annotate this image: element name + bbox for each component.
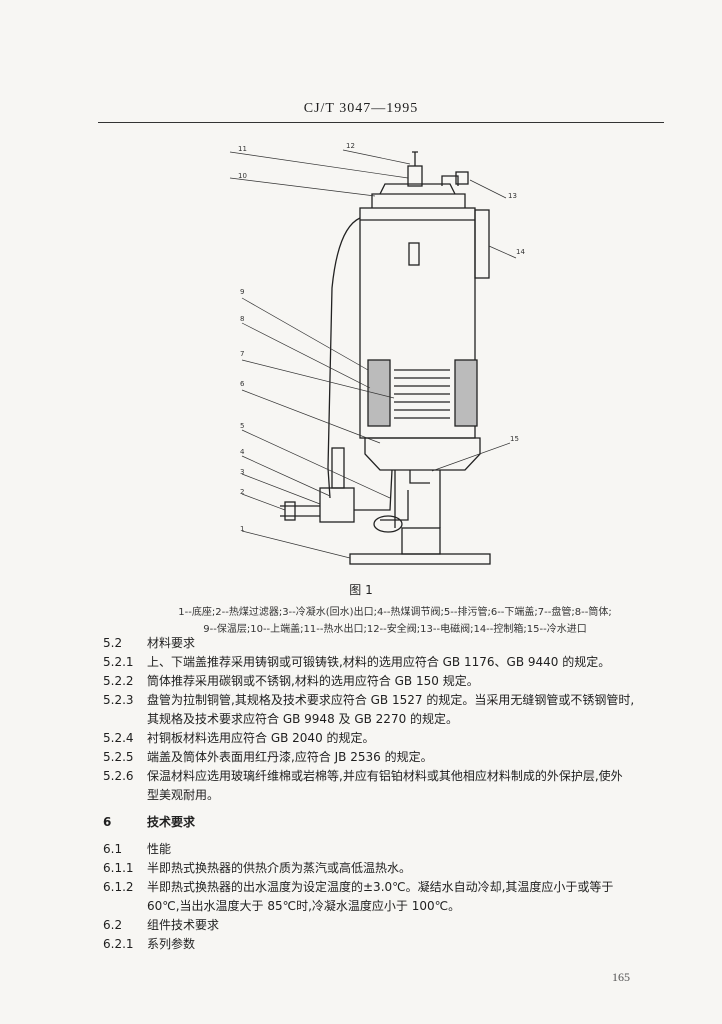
- text-line: 5.2.1 上、下端盖推荐采用铸钢或可锻铸铁,材料的选用应符合 GB 1176、G…: [103, 653, 663, 672]
- text-line: 型美观耐用。: [103, 786, 663, 805]
- steam-filter: [284, 501, 296, 521]
- clause-text: 材料要求: [147, 636, 196, 650]
- label-10: 10: [238, 172, 247, 180]
- text-line: 其规格及技术要求应符合 GB 9948 及 GB 2270 的规定。: [103, 710, 663, 729]
- text-line: 60℃,当出水温度大于 85℃时,冷凝水温度应小于 100℃。: [103, 897, 663, 916]
- base-plate: [349, 553, 491, 565]
- label-3: 3: [240, 468, 244, 476]
- label-15: 15: [510, 435, 519, 443]
- text-line: 5.2.4 衬铜板材料选用应符合 GB 2040 的规定。: [103, 729, 663, 748]
- label-5: 5: [240, 422, 244, 430]
- safety-valve: [407, 165, 423, 187]
- cold-water-inlet: [409, 470, 430, 484]
- figure-title: 图 1: [349, 583, 373, 597]
- clause-number: 5.2.6: [103, 769, 134, 783]
- coil: [394, 369, 450, 419]
- label-11: 11: [238, 145, 247, 153]
- label-4: 4: [240, 448, 245, 456]
- clause-text: 系列参数: [147, 937, 196, 951]
- heat-exchanger-diagram: 11 10 12 13 14 9 8 7 6 5 4 3 2 1 15: [180, 138, 540, 578]
- clause-text: 型美观耐用。: [147, 788, 220, 802]
- clause-text: 其规格及技术要求应符合 GB 9948 及 GB 2270 的规定。: [147, 712, 459, 726]
- insulation-right: [454, 359, 478, 427]
- section-heading: 6 技术要求: [103, 813, 663, 832]
- text-line: 5.2.3 盘管为拉制铜管,其规格及技术要求应符合 GB 1527 的规定。当采用…: [103, 691, 663, 710]
- clause-text: 上、下端盖推荐采用铸钢或可锻铸铁,材料的选用应符合 GB 1176、GB 944…: [147, 655, 611, 669]
- clause-number: 6.1.2: [103, 880, 134, 894]
- text-line: 5.2.6 保温材料应选用玻璃纤维棉或岩棉等,并应有铝铂材料或其他相应材料制成的外…: [103, 767, 663, 786]
- condensate-outlet: [280, 505, 320, 517]
- text-line: 6.1.1 半即热式换热器的供热介质为蒸汽或高低温热水。: [103, 859, 663, 878]
- label-13: 13: [508, 192, 517, 200]
- shell-nameplate: [408, 242, 420, 266]
- label-14: 14: [516, 248, 525, 256]
- clause-number: 5.2.5: [103, 750, 134, 764]
- standard-header: CJ/T 3047—1995: [303, 101, 419, 116]
- text-line: 6.2 组件技术要求: [103, 916, 663, 935]
- clause-text: 半即热式换热器的供热介质为蒸汽或高低温热水。: [147, 861, 412, 875]
- text-line: 5.2 材料要求: [103, 634, 663, 653]
- clause-text: 盘管为拉制铜管,其规格及技术要求应符合 GB 1527 的规定。当采用无缝钢管或…: [147, 693, 635, 707]
- base-stand: [401, 527, 441, 555]
- clause-number: 6.1.1: [103, 861, 134, 875]
- clause-number: 6: [103, 815, 112, 829]
- page-number: 165: [612, 970, 630, 984]
- solenoid-valve: [441, 175, 459, 186]
- label-7: 7: [240, 350, 244, 358]
- diagram-svg: 11 10 12 13 14 9 8 7 6 5 4 3 2 1 15: [229, 142, 525, 565]
- upper-cap: [371, 193, 466, 208]
- insulation-left: [367, 359, 391, 427]
- clause-text: 保温材料应选用玻璃纤维棉或岩棉等,并应有铝铂材料或其他相应材料制成的外保护层,使…: [147, 769, 623, 783]
- clause-text: 技术要求: [147, 815, 196, 829]
- header-rule: [98, 122, 664, 123]
- clause-number: 5.2.4: [103, 731, 134, 745]
- label-1: 1: [240, 525, 244, 533]
- clause-text: 60℃,当出水温度大于 85℃时,冷凝水温度应小于 100℃。: [147, 899, 461, 913]
- text-line: 6.1 性能: [103, 840, 663, 859]
- text-line: 6.2.1 系列参数: [103, 935, 663, 954]
- clause-number: 5.2: [103, 636, 123, 650]
- clause-number: 5.2.1: [103, 655, 134, 669]
- body-text: 5.2 材料要求 5.2.1 上、下端盖推荐采用铸钢或可锻铸铁,材料的选用应符合 GB…: [103, 634, 663, 954]
- figure-legend-line-2: 9--保温层;10--上端盖;11--热水出口;12--安全阀;13--电磁阀;…: [203, 624, 587, 635]
- figure-legend-line-1: 1--底座;2--热煤过滤器;3--冷凝水(回水)出口;4--热煤调节阀;5--…: [178, 607, 612, 618]
- clause-number: 6.2: [103, 918, 123, 932]
- clause-text: 筒体推荐采用碳钢或不锈钢,材料的选用应符合 GB 150 规定。: [147, 674, 479, 688]
- cylinder-shell: [359, 207, 476, 439]
- control-box: [474, 209, 490, 279]
- label-6: 6: [240, 380, 245, 388]
- clause-text: 衬铜板材料选用应符合 GB 2040 的规定。: [147, 731, 375, 745]
- label-9: 9: [240, 288, 244, 296]
- text-line: 5.2.5 端盖及筒体外表面用红丹漆,应符合 JB 2536 的规定。: [103, 748, 663, 767]
- clause-text: 半即热式换热器的出水温度为设定温度的±3.0℃。凝结水自动冷却,其温度应小于或等…: [147, 880, 614, 894]
- clause-number: 6.1: [103, 842, 123, 856]
- label-2: 2: [240, 488, 244, 496]
- clause-number: 5.2.2: [103, 674, 134, 688]
- steam-regulating-valve: [319, 487, 355, 523]
- clause-number: 5.2.3: [103, 693, 134, 707]
- clause-text: 组件技术要求: [147, 918, 220, 932]
- drain-pipe: [354, 469, 393, 511]
- label-8: 8: [240, 315, 244, 323]
- text-line: 5.2.2 筒体推荐采用碳钢或不锈钢,材料的选用应符合 GB 150 规定。: [103, 672, 663, 691]
- clause-number: 6.2.1: [103, 937, 134, 951]
- side-pipe: [327, 217, 361, 499]
- text-line: 6.1.2 半即热式换热器的出水温度为设定温度的±3.0℃。凝结水自动冷却,其温度…: [103, 878, 663, 897]
- clause-text: 端盖及筒体外表面用红丹漆,应符合 JB 2536 的规定。: [147, 750, 433, 764]
- lower-cap: [364, 437, 481, 471]
- label-12: 12: [346, 142, 355, 150]
- clause-text: 性能: [147, 842, 172, 856]
